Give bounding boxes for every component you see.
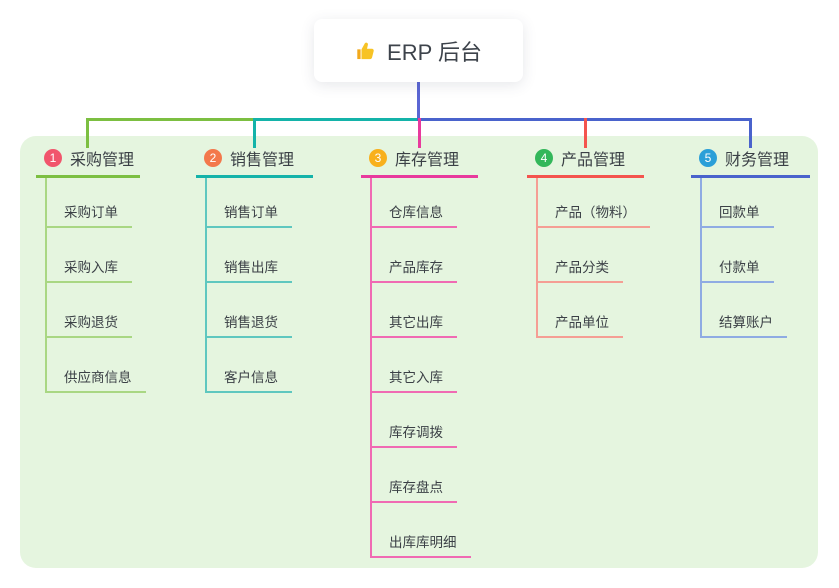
branch-node[interactable]: 3 库存管理 — [361, 141, 478, 178]
child-label: 产品（物料） — [555, 205, 636, 220]
branch-node[interactable]: 2 销售管理 — [196, 141, 313, 178]
bus-segment — [253, 118, 420, 121]
branch-label: 财务管理 — [725, 152, 790, 169]
child-label: 产品单位 — [555, 315, 609, 330]
branch-number-badge: 2 — [204, 149, 222, 167]
child-node[interactable]: 库存盘点 — [372, 448, 457, 503]
root-connector-line — [417, 82, 420, 118]
branch-label: 库存管理 — [395, 152, 460, 169]
child-label: 产品库存 — [389, 260, 443, 275]
child-node[interactable]: 采购入库 — [47, 228, 132, 283]
child-node[interactable]: 其它入库 — [372, 338, 457, 393]
child-label: 供应商信息 — [64, 370, 132, 385]
child-node[interactable]: 客户信息 — [207, 338, 292, 393]
child-node[interactable]: 其它出库 — [372, 283, 457, 338]
child-label: 采购订单 — [64, 205, 118, 220]
drop-line — [86, 118, 89, 148]
branch-number-badge: 4 — [535, 149, 553, 167]
branch-children: 采购订单采购入库采购退货供应商信息 — [45, 178, 146, 393]
child-node[interactable]: 库存调拨 — [372, 393, 457, 448]
child-node[interactable]: 结算账户 — [702, 283, 787, 338]
branch-node[interactable]: 5 财务管理 — [691, 141, 810, 178]
bus-segment — [86, 118, 256, 121]
child-label: 其它入库 — [389, 370, 443, 385]
child-label: 结算账户 — [719, 315, 773, 330]
child-node[interactable]: 出库库明细 — [372, 503, 471, 558]
child-node[interactable]: 销售出库 — [207, 228, 292, 283]
branch-label: 销售管理 — [230, 152, 295, 169]
drop-line — [749, 118, 752, 148]
branches-panel — [20, 136, 818, 568]
drop-line — [418, 118, 421, 148]
child-node[interactable]: 产品分类 — [538, 228, 623, 283]
branch-children: 仓库信息产品库存其它出库其它入库库存调拨库存盘点出库库明细 — [370, 178, 478, 558]
branch-node[interactable]: 1 采购管理 — [36, 141, 140, 178]
child-node[interactable]: 产品（物料） — [538, 178, 650, 228]
child-label: 销售出库 — [224, 260, 278, 275]
child-label: 回款单 — [719, 205, 760, 220]
branch-column: 4 产品管理产品（物料） 产品分类产品单位 — [527, 141, 650, 338]
branch-column: 5 财务管理回款单付款单结算账户 — [691, 141, 810, 338]
child-label: 客户信息 — [224, 370, 278, 385]
branch-column: 1 采购管理采购订单采购入库采购退货供应商信息 — [36, 141, 146, 393]
child-label: 产品分类 — [555, 260, 609, 275]
child-label: 仓库信息 — [389, 205, 443, 220]
child-label: 库存盘点 — [389, 480, 443, 495]
child-label: 采购退货 — [64, 315, 118, 330]
child-node[interactable]: 采购订单 — [47, 178, 132, 228]
branch-label: 采购管理 — [70, 152, 135, 169]
child-node[interactable]: 采购退货 — [47, 283, 132, 338]
child-node[interactable]: 产品单位 — [538, 283, 623, 338]
branch-children: 回款单付款单结算账户 — [700, 178, 810, 338]
root-label: ERP 后台 — [387, 39, 482, 65]
child-label: 出库库明细 — [389, 535, 457, 550]
branch-column: 2 销售管理销售订单销售出库销售退货客户信息 — [196, 141, 313, 393]
child-node[interactable]: 销售退货 — [207, 283, 292, 338]
child-label: 销售退货 — [224, 315, 278, 330]
branch-label: 产品管理 — [561, 152, 626, 169]
branch-number-badge: 5 — [699, 149, 717, 167]
branch-number-badge: 1 — [44, 149, 62, 167]
child-node[interactable]: 回款单 — [702, 178, 774, 228]
branch-number-badge: 3 — [369, 149, 387, 167]
thumbs-up-icon — [355, 40, 377, 62]
root-node[interactable]: ERP 后台 — [314, 19, 523, 82]
child-label: 销售订单 — [224, 205, 278, 220]
drop-line — [253, 118, 256, 148]
child-node[interactable]: 供应商信息 — [47, 338, 146, 393]
branch-children: 销售订单销售出库销售退货客户信息 — [205, 178, 313, 393]
child-label: 库存调拨 — [389, 425, 443, 440]
branch-column: 3 库存管理仓库信息产品库存其它出库其它入库库存调拨库存盘点出库库明细 — [361, 141, 478, 558]
child-node[interactable]: 仓库信息 — [372, 178, 457, 228]
branch-node[interactable]: 4 产品管理 — [527, 141, 644, 178]
child-node[interactable]: 销售订单 — [207, 178, 292, 228]
child-label: 付款单 — [719, 260, 760, 275]
child-node[interactable]: 付款单 — [702, 228, 774, 283]
child-label: 采购入库 — [64, 260, 118, 275]
child-node[interactable]: 产品库存 — [372, 228, 457, 283]
drop-line — [584, 118, 587, 148]
child-label: 其它出库 — [389, 315, 443, 330]
branch-children: 产品（物料） 产品分类产品单位 — [536, 178, 650, 338]
